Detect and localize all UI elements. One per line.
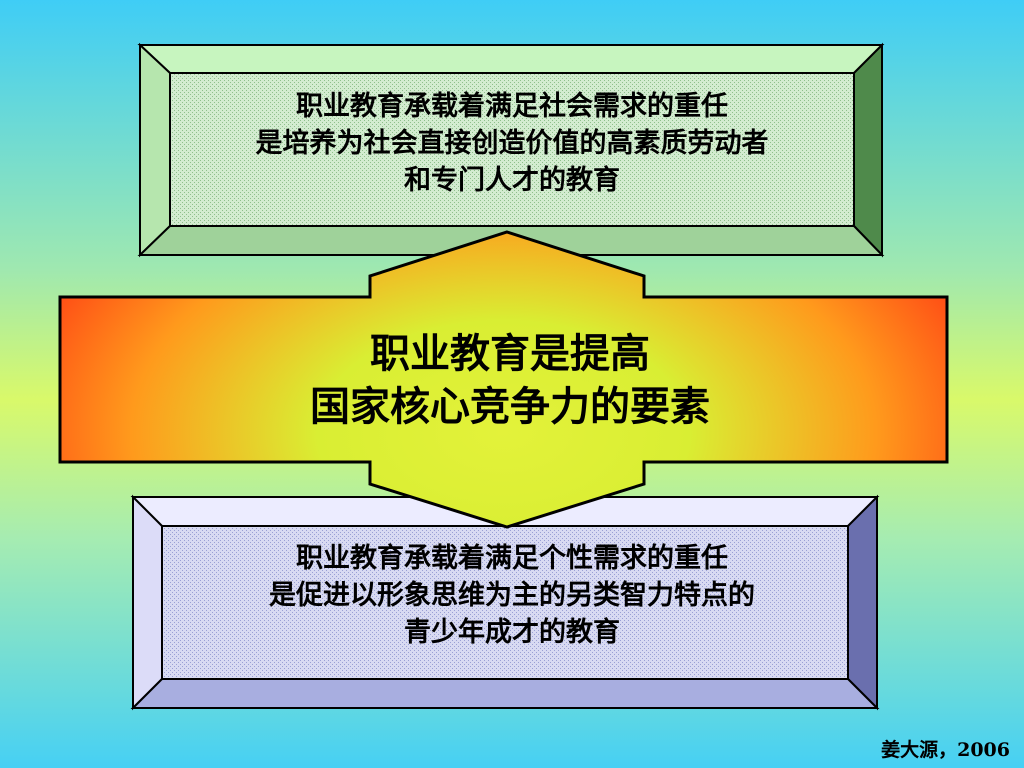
top-box-bevel-top [137,44,885,74]
author-credit: 姜大源，2006 [881,739,1010,761]
top-box [137,42,885,258]
bottom-box-bevel-bottom [130,678,880,709]
top-box-line-2: 是培养为社会直接创造价值的高素质劳动者 [255,128,769,159]
center-arrow-box [58,230,949,529]
bottom-box-text: 职业教育承载着满足个性需求的重任 是促进以形象思维为主的另类智力特点的 青少年成… [162,540,862,651]
center-box-line-1: 职业教育是提高 [370,331,650,377]
bottom-box-line-1: 职业教育承载着满足个性需求的重任 [296,543,728,574]
top-box-line-3: 和专门人才的教育 [404,165,620,196]
center-box-line-2: 国家核心竞争力的要素 [310,384,710,430]
bottom-box-bevel-left [132,494,163,711]
bottom-box-face [161,525,849,680]
center-box-text: 职业教育是提高 国家核心竞争力的要素 [150,328,870,434]
top-box-bevel-right [853,42,883,258]
bottom-box-line-3: 青少年成才的教育 [404,617,620,648]
top-box-line-1: 职业教育承载着满足社会需求的重任 [296,91,728,122]
top-box-bevel-left [139,42,171,258]
top-box-face [169,72,855,227]
bottom-box-line-2: 是促进以形象思维为主的另类智力特点的 [269,580,755,611]
bottom-box [130,494,880,711]
top-box-text: 职业教育承载着满足社会需求的重任 是培养为社会直接创造价值的高素质劳动者 和专门… [170,88,854,199]
